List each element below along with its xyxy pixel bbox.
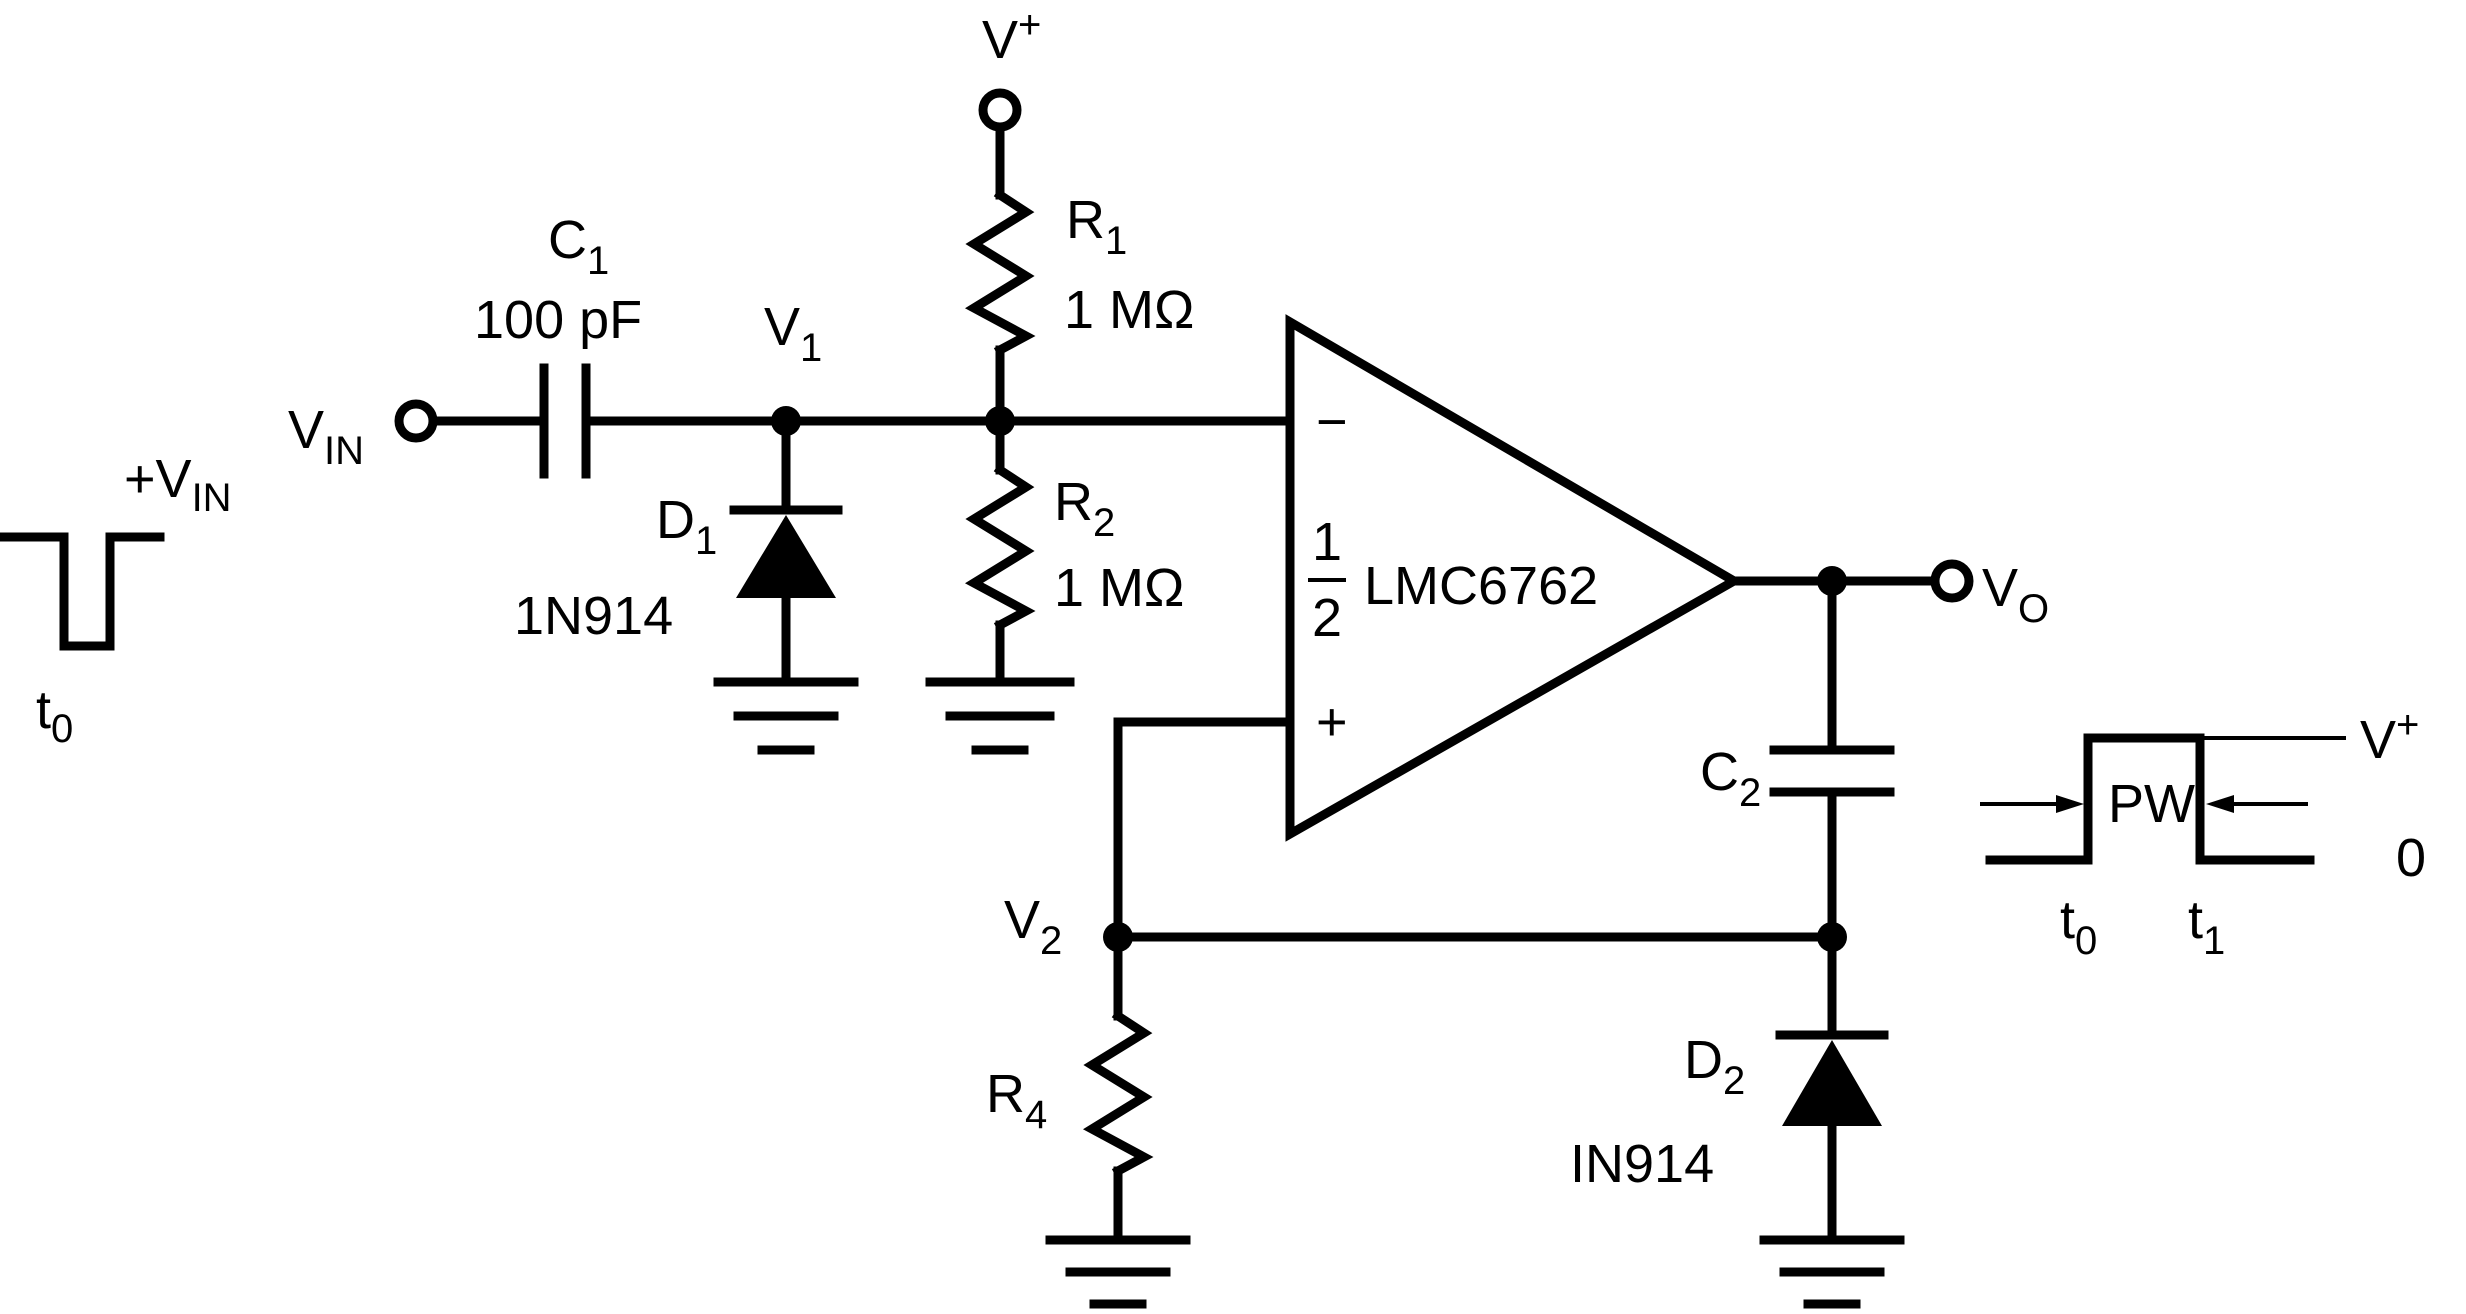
- r1-name-label: R1: [1066, 190, 1127, 263]
- opamp-triangle-icon: [1285, 314, 1744, 842]
- t0-right-label: t0: [2060, 890, 2097, 963]
- r2-value-label: 1 MΩ: [1054, 558, 1184, 618]
- input-pulse-waveform: [0, 532, 165, 651]
- opamp-fraction-den: 2: [1312, 588, 1342, 648]
- vin-terminal: [394, 399, 438, 443]
- r4-name-label: R4: [986, 1064, 1047, 1137]
- c1-name-label: C1: [548, 210, 609, 283]
- d2-part-label: IN914: [1570, 1134, 1714, 1194]
- opamp-minus-label: −: [1316, 392, 1348, 452]
- opamp-fraction-num: 1: [1312, 512, 1342, 572]
- v2-label: V2: [1004, 890, 1062, 963]
- vin-label: VIN: [288, 400, 364, 473]
- d1-diode-icon: [736, 515, 836, 598]
- r1-value-label: 1 MΩ: [1064, 280, 1194, 340]
- wire-plus-input-v2: [1113, 717, 1295, 942]
- vo-label: VO: [1982, 558, 2049, 631]
- c1-value-label: 100 pF: [474, 290, 642, 350]
- pw-arrow-right-icon: [2206, 795, 2234, 813]
- r1-resistor-icon: [964, 188, 1036, 357]
- r2-resistor-icon: [964, 463, 1036, 632]
- t1-right-label: t1: [2188, 890, 2225, 963]
- c2-name-label: C2: [1700, 742, 1761, 815]
- d1-name-label: D1: [656, 490, 717, 563]
- v1-label: V1: [764, 297, 822, 370]
- vplus-top-label: V+: [982, 3, 1041, 70]
- ground-icon-r2: [925, 677, 1075, 755]
- r4-resistor-icon: [1082, 1009, 1154, 1178]
- r2-name-label: R2: [1054, 472, 1115, 545]
- zero-label: 0: [2396, 828, 2426, 888]
- d2-name-label: D2: [1684, 1030, 1745, 1103]
- plus-vin-label: +VIN: [124, 449, 232, 520]
- vo-terminal: [1930, 559, 1974, 603]
- opamp-part-label: LMC6762: [1364, 556, 1598, 616]
- ground-icon-r4: [1045, 1235, 1191, 1309]
- t0-left-label: t0: [36, 680, 73, 751]
- opamp-plus-label: +: [1316, 692, 1348, 752]
- d2-diode-icon: [1782, 1040, 1882, 1126]
- d1-part-label: 1N914: [514, 586, 673, 646]
- ground-icon-d1: [713, 677, 859, 755]
- pw-arrow-left-icon: [2056, 795, 2084, 813]
- vplus-right-label: V+: [2360, 703, 2419, 770]
- pw-label: PW: [2108, 774, 2195, 834]
- ground-icon-d2: [1759, 1235, 1905, 1309]
- vplus-top-terminal: [978, 88, 1022, 132]
- output-pulse-waveform: [1985, 733, 2315, 865]
